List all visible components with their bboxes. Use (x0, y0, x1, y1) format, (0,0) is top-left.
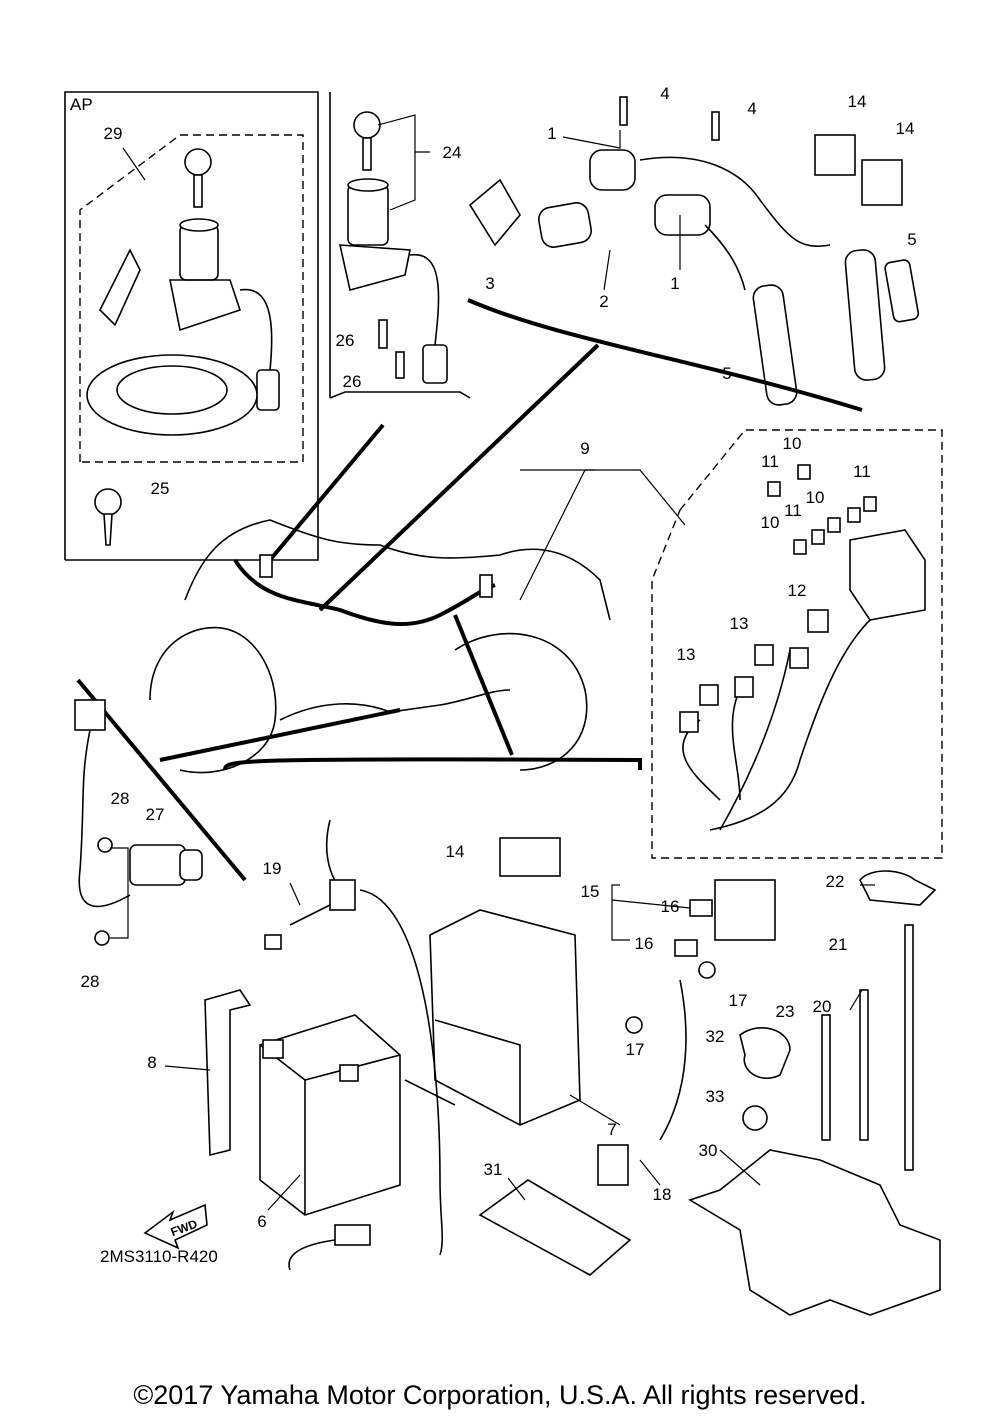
battery-group (204, 819, 941, 1316)
callout-17: 17 (626, 1040, 645, 1059)
callout-31: 31 (484, 1160, 503, 1179)
ap-kit-box (64, 91, 319, 561)
callout-21: 21 (829, 935, 848, 954)
callout-10: 10 (783, 434, 802, 453)
callout-ap: AP (70, 95, 93, 114)
callout-5: 5 (907, 230, 916, 249)
callout-10: 10 (761, 513, 780, 532)
callout-4: 4 (747, 99, 756, 118)
wire-harness-box (519, 429, 943, 859)
callout-11: 11 (784, 501, 802, 520)
callout-19: 19 (263, 859, 282, 878)
callout-26: 26 (336, 331, 355, 350)
main-switch (329, 92, 471, 399)
callout-20: 20 (813, 997, 832, 1016)
callout-24: 24 (443, 143, 462, 162)
callout-14: 14 (848, 92, 867, 111)
callout-14: 14 (896, 119, 915, 138)
callout-15: 15 (581, 882, 600, 901)
callout-11: 11 (761, 452, 779, 471)
callout-13: 13 (730, 614, 749, 633)
callout-2: 2 (599, 292, 608, 311)
callout-11: 11 (853, 462, 871, 481)
callout-29: 29 (104, 124, 123, 143)
callout-22: 22 (826, 872, 845, 891)
callout-16: 16 (635, 934, 654, 953)
callout-6: 6 (257, 1212, 266, 1231)
callout-1: 1 (670, 274, 679, 293)
callout-17: 17 (729, 991, 748, 1010)
callout-labels: 4 4 14 14 1 24 29 AP 3 2 1 5 5 26 26 25 … (70, 84, 917, 1266)
callout-28: 28 (81, 972, 100, 991)
callout-23: 23 (776, 1002, 795, 1021)
callout-27: 27 (146, 805, 165, 824)
callout-14: 14 (446, 842, 465, 861)
callout-33: 33 (706, 1087, 725, 1106)
callout-3: 3 (485, 274, 494, 293)
copyright-notice: ©2017 Yamaha Motor Corporation, U.S.A. A… (133, 1380, 867, 1410)
callout-18: 18 (653, 1185, 672, 1204)
callout-13: 13 (677, 645, 696, 664)
main-switch-kit-ap (86, 148, 280, 546)
callout-32: 32 (706, 1027, 725, 1046)
callout-10: 10 (806, 488, 825, 507)
ignition-coils (468, 96, 920, 406)
callout-7: 7 (607, 1120, 616, 1139)
callout-16: 16 (661, 897, 680, 916)
callout-30: 30 (699, 1141, 718, 1160)
callout-12: 12 (788, 581, 807, 600)
callout-8: 8 (147, 1053, 156, 1072)
relays-top (814, 134, 903, 206)
fwd-arrow: FWD (143, 1203, 208, 1250)
motorcycle-outline (149, 519, 611, 774)
group-leaders (76, 298, 863, 882)
callout-25: 25 (151, 479, 170, 498)
callout-leaders (122, 114, 875, 1211)
callout-4: 4 (660, 84, 669, 103)
callout-1: 1 (547, 124, 556, 143)
callout-28: 28 (111, 789, 130, 808)
callout-9: 9 (580, 439, 589, 458)
callout-5: 5 (722, 364, 731, 383)
sidestand-switch (74, 699, 203, 946)
diagram-code: 2MS3110-R420 (100, 1247, 218, 1266)
callout-26: 26 (343, 372, 362, 391)
